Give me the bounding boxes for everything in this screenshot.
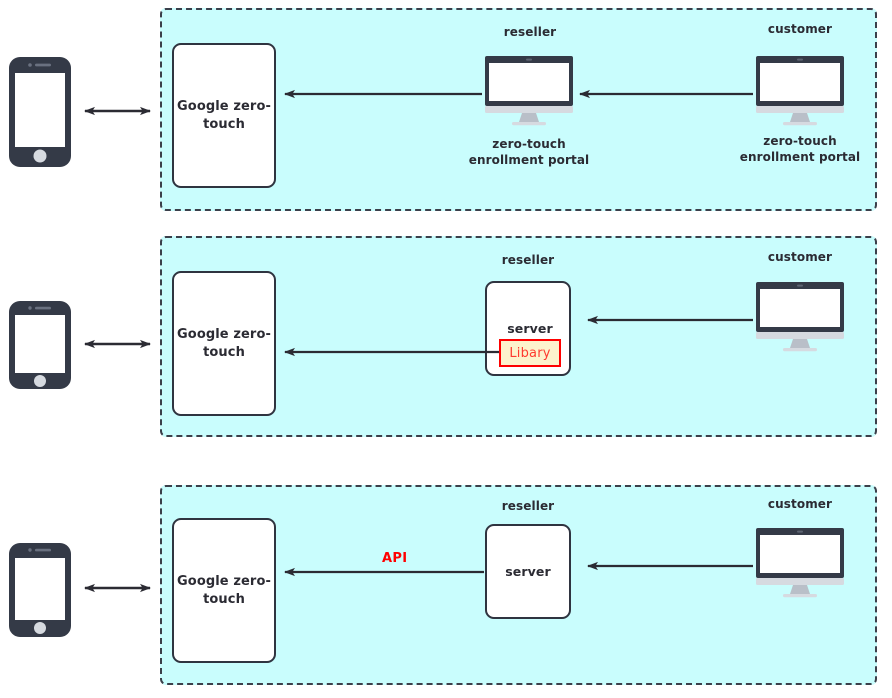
google-zero-touch-label: Google zero-touch: [177, 574, 271, 607]
smartphone-icon: [9, 301, 71, 389]
customer-heading-row-library: customer: [767, 250, 833, 264]
desktop-monitor-icon: [756, 56, 844, 126]
smartphone-icon: [9, 543, 71, 637]
desktop-monitor-icon: [756, 528, 844, 598]
reseller-heading-row-library: reseller: [501, 253, 555, 267]
reseller-heading-row-portal: reseller: [503, 25, 557, 39]
smartphone-icon: [9, 57, 71, 167]
customer-heading-row-portal: customer: [767, 22, 833, 36]
google-zero-touch-label: Google zero-touch: [177, 99, 271, 132]
api-arrow-label: API: [382, 551, 408, 566]
customer-caption-row-portal: zero-touch enrollment portal: [739, 134, 861, 165]
desktop-monitor-icon: [756, 282, 844, 352]
google-zero-touch-box-row-library: Google zero-touch: [172, 271, 276, 416]
desktop-monitor-icon: [485, 56, 573, 126]
reseller-heading-row-api: reseller: [501, 499, 555, 513]
server-label: server: [505, 564, 551, 579]
reseller-caption-row-portal: zero-touch enrollment portal: [468, 137, 590, 168]
reseller-server-box-row-api: server: [485, 524, 571, 619]
library-chip: Libary: [499, 339, 561, 367]
google-zero-touch-label: Google zero-touch: [177, 327, 271, 360]
google-zero-touch-box-row-api: Google zero-touch: [172, 518, 276, 663]
google-zero-touch-box-row-portal: Google zero-touch: [172, 43, 276, 188]
server-label: server: [507, 321, 553, 336]
customer-heading-row-api: customer: [767, 497, 833, 511]
library-chip-label: Libary: [509, 345, 551, 361]
